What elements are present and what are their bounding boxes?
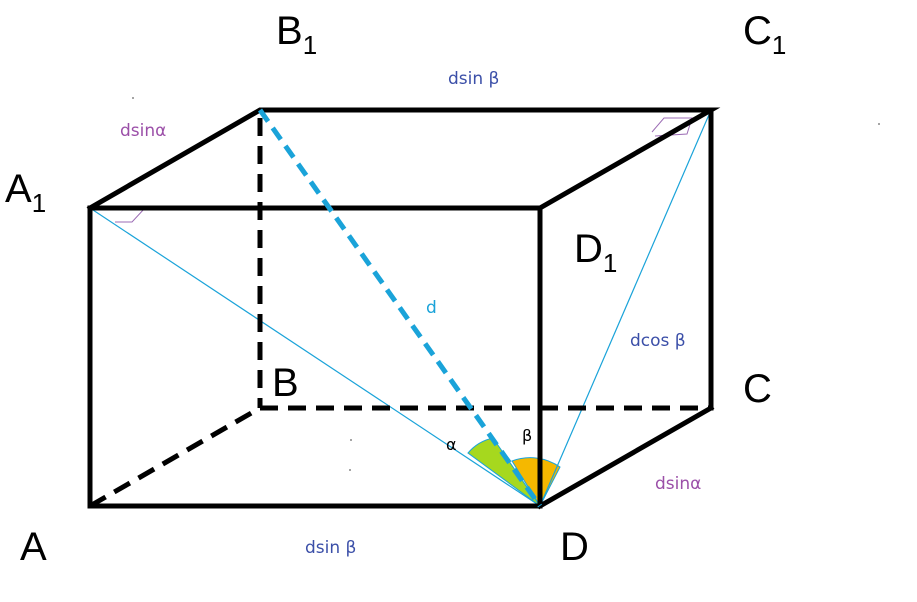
- stray-dot: [350, 439, 352, 441]
- edge-c-d: [536, 404, 715, 510]
- label-left-top-edge: dsinα: [120, 121, 166, 141]
- vertex-c: C: [743, 367, 772, 411]
- face-diagonal-a1-d: [89, 207, 541, 507]
- stray-dot: [349, 469, 351, 471]
- space-diagonal-b1-d: [257, 108, 543, 508]
- vertex-d: D: [560, 525, 589, 569]
- vertex-d1: D1: [574, 227, 617, 278]
- label-angle-beta: β: [522, 426, 532, 445]
- vertex-a: A: [20, 525, 47, 569]
- stray-dot: [878, 123, 880, 125]
- face-diagonal-d-c1: [539, 109, 712, 507]
- angle-beta-fill: [511, 457, 561, 508]
- vertex-c1: C1: [743, 9, 786, 60]
- right-angle-mark-c1: [651, 117, 693, 137]
- vertex-b: B: [272, 361, 299, 405]
- label-angle-alpha: α: [446, 435, 457, 454]
- label-bottom-edge: dsin β: [305, 538, 356, 558]
- edge-hidden-a-b: [88, 405, 262, 509]
- vertex-a1: A1: [5, 167, 46, 218]
- face-top: [86, 107, 721, 212]
- stray-dot: [132, 97, 134, 99]
- vertex-b1: B1: [276, 9, 317, 60]
- label-top-edge: dsin β: [448, 69, 499, 89]
- label-diagonal: d: [426, 298, 437, 318]
- label-face-diagonal: dcos β: [630, 331, 686, 351]
- label-right-bottom-edge: dsinα: [655, 474, 701, 494]
